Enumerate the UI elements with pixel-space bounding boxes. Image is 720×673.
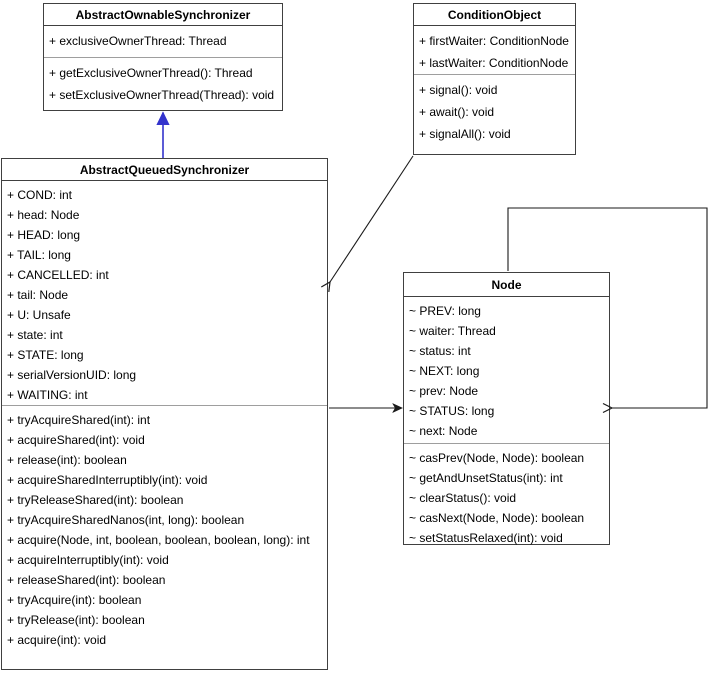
- member-row: + acquireSharedInterruptibly(int): void: [7, 473, 208, 487]
- member-row: ~ prev: Node: [409, 384, 479, 398]
- member-row: ~ getAndUnsetStatus(int): int: [409, 471, 563, 485]
- member-row: + firstWaiter: ConditionNode: [419, 34, 569, 48]
- member-row: ~ status: int: [409, 344, 471, 358]
- member-row: + setExclusiveOwnerThread(Thread): void: [49, 88, 275, 102]
- member-row: + lastWaiter: ConditionNode: [419, 56, 569, 70]
- class-title: AbstractQueuedSynchronizer: [2, 159, 327, 181]
- attributes-compartment: + exclusiveOwnerThread: Thread: [44, 26, 282, 58]
- member-row: ~ next: Node: [409, 424, 478, 438]
- association-conditionobject-to-aqs: [320, 155, 414, 293]
- member-row: + state: int: [7, 328, 63, 342]
- methods-compartment: + signal(): void + await(): void + signalA…: [414, 75, 575, 145]
- class-abstract-queued-synchronizer: AbstractQueuedSynchronizer + COND: int+ …: [1, 158, 328, 670]
- attributes-compartment: + firstWaiter: ConditionNode + lastWaiter…: [414, 26, 575, 75]
- member-row: + head: Node: [7, 208, 80, 222]
- member-row: ~ NEXT: long: [409, 364, 480, 378]
- member-row: + releaseShared(int): boolean: [7, 573, 166, 587]
- member-row: + acquire(int): void: [7, 633, 107, 647]
- class-condition-object: ConditionObject + firstWaiter: Condition…: [413, 3, 576, 155]
- member-row: + tryAcquireSharedNanos(int, long): bool…: [7, 513, 245, 527]
- member-row: + release(int): boolean: [7, 453, 127, 467]
- class-node: Node ~ PREV: long ~ waiter: Thread ~ statu…: [403, 272, 610, 545]
- member-row: + await(): void: [419, 105, 495, 119]
- member-row: ~ setStatusRelaxed(int): void: [409, 531, 563, 545]
- member-row: ~ STATUS: long: [409, 404, 495, 418]
- class-title: ConditionObject: [414, 4, 575, 26]
- member-row: + CANCELLED: int: [7, 268, 109, 282]
- attributes-compartment: + COND: int + head: Node + HEAD: long + TAI…: [2, 181, 327, 406]
- member-row: + tryRelease(int): boolean: [7, 613, 145, 627]
- class-abstract-ownable-synchronizer: AbstractOwnableSynchronizer + exclusiveO…: [43, 3, 283, 111]
- member-row: ~ casNext(Node, Node): boolean: [409, 511, 585, 525]
- member-row: + getExclusiveOwnerThread(): Thread: [49, 66, 253, 80]
- member-row: + STATE: long: [7, 348, 84, 362]
- member-row: + signalAll(): void: [419, 127, 511, 141]
- member-row: + exclusiveOwnerThread: Thread: [49, 34, 227, 48]
- member-row: + tryAcquireShared(int): int: [7, 413, 151, 427]
- methods-compartment: ~ casPrev(Node, Node): boolean ~ getAndUn…: [404, 444, 609, 548]
- member-row: ~ clearStatus(): void: [409, 491, 517, 505]
- member-row: + tryReleaseShared(int): boolean: [7, 493, 184, 507]
- member-row: + acquireShared(int): void: [7, 433, 145, 447]
- member-row: + U: Unsafe: [7, 308, 71, 322]
- member-row: + acquire(Node, int, boolean, boolean, b…: [7, 533, 310, 547]
- member-row: + serialVersionUID: long: [7, 368, 137, 382]
- methods-compartment: + getExclusiveOwnerThread(): Thread + set…: [44, 58, 282, 106]
- member-row: + COND: int: [7, 188, 73, 202]
- member-row: + TAIL: long: [7, 248, 71, 262]
- member-row: + WAITING: int: [7, 388, 88, 402]
- member-row: + tryAcquire(int): boolean: [7, 593, 142, 607]
- member-row: + HEAD: long: [7, 228, 81, 242]
- class-title: AbstractOwnableSynchronizer: [44, 4, 282, 26]
- member-row: + tail: Node: [7, 288, 69, 302]
- member-row: ~ PREV: long: [409, 304, 481, 318]
- attributes-compartment: ~ PREV: long ~ waiter: Thread ~ status: in…: [404, 297, 609, 444]
- methods-compartment: + tryAcquireShared(int): int + acquireSha…: [2, 406, 327, 650]
- member-row: ~ casPrev(Node, Node): boolean: [409, 451, 585, 465]
- member-row: ~ waiter: Thread: [409, 324, 496, 338]
- member-row: + signal(): void: [419, 83, 498, 97]
- class-title: Node: [404, 273, 609, 297]
- member-row: + acquireInterruptibly(int): void: [7, 553, 169, 567]
